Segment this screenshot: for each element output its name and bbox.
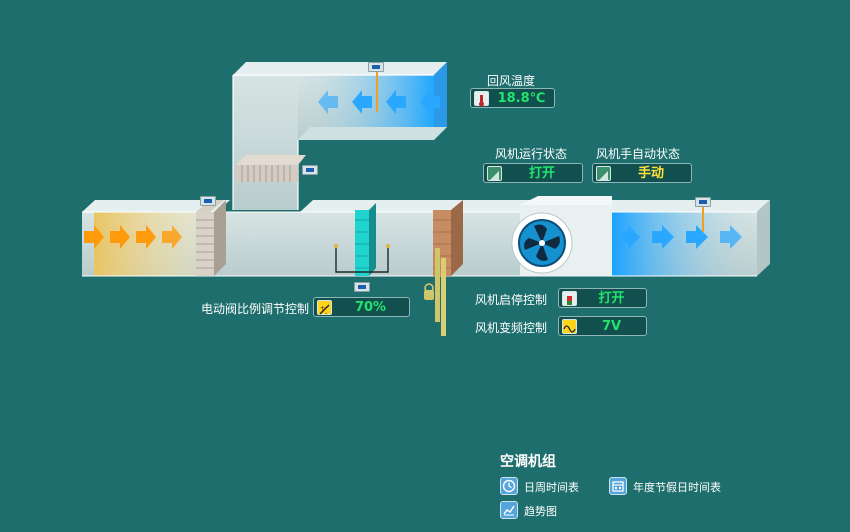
return-air-temp-label: 回风温度 <box>487 74 536 88</box>
sine-wave-icon <box>562 319 577 334</box>
svg-text:-: - <box>325 310 327 316</box>
supply-temp-sensor[interactable] <box>695 197 711 207</box>
fan-run-status-value: 打开 <box>528 166 555 181</box>
status-icon <box>487 166 502 181</box>
fan-run-status-readout: 打开 <box>483 163 583 183</box>
cooling-coil <box>334 203 390 276</box>
menu-item-trend[interactable]: 趋势图 <box>500 500 600 520</box>
calendar-icon <box>609 477 627 495</box>
fan-vfd-control[interactable]: 7V <box>558 316 647 336</box>
valve-control-label: 电动阀比例调节控制 <box>201 302 310 316</box>
menu-item-holiday-schedule[interactable]: 年度节假日时间表 <box>609 476 729 496</box>
return-air-arrows <box>318 90 440 114</box>
clock-icon <box>500 477 518 495</box>
thermometer-icon <box>474 91 489 107</box>
menu-label-weekly-schedule: 日周时间表 <box>524 481 579 494</box>
valve-control-readout[interactable]: +- 70% <box>313 297 410 317</box>
menu-label-trend: 趋势图 <box>524 505 557 518</box>
fan-start-stop-control[interactable]: 打开 <box>558 288 647 308</box>
fan-start-stop-value: 打开 <box>598 291 625 306</box>
supply-air-arrows <box>618 225 742 249</box>
damper-actuator[interactable] <box>302 165 318 175</box>
fan-run-status-label: 风机运行状态 <box>495 147 568 161</box>
fan-auto-manual-readout: 手动 <box>592 163 692 183</box>
menu-label-holiday-schedule: 年度节假日时间表 <box>633 481 721 494</box>
fan-start-stop-label: 风机启停控制 <box>475 293 548 307</box>
valve-actuator[interactable] <box>354 282 370 292</box>
return-air-duct <box>232 62 447 210</box>
svg-text:+: + <box>320 305 325 312</box>
return-damper <box>236 155 306 182</box>
valve-control-value: 70% <box>354 300 387 315</box>
return-air-temp-value: 18.8℃ <box>497 91 546 106</box>
fan-auto-manual-label: 风机手自动状态 <box>596 147 681 161</box>
fresh-air-arrows <box>84 225 182 249</box>
return-temp-sensor[interactable] <box>368 62 384 72</box>
filter-sensor[interactable] <box>200 196 216 206</box>
trend-chart-icon <box>500 501 518 519</box>
valve-pipes <box>424 248 446 336</box>
supply-fan <box>511 196 612 276</box>
fan-auto-manual-value: 手动 <box>637 166 664 181</box>
fan-vfd-value: 7V <box>601 319 622 334</box>
mixing-filter <box>196 200 226 276</box>
status-icon <box>596 166 611 181</box>
panel-title: 空调机组 <box>500 454 556 470</box>
valve-icon: +- <box>317 300 332 317</box>
menu-item-weekly-schedule[interactable]: 日周时间表 <box>500 476 600 496</box>
fan-vfd-label: 风机变频控制 <box>475 321 548 335</box>
return-air-temp-readout: 18.8℃ <box>470 88 555 108</box>
switch-icon <box>562 291 577 306</box>
